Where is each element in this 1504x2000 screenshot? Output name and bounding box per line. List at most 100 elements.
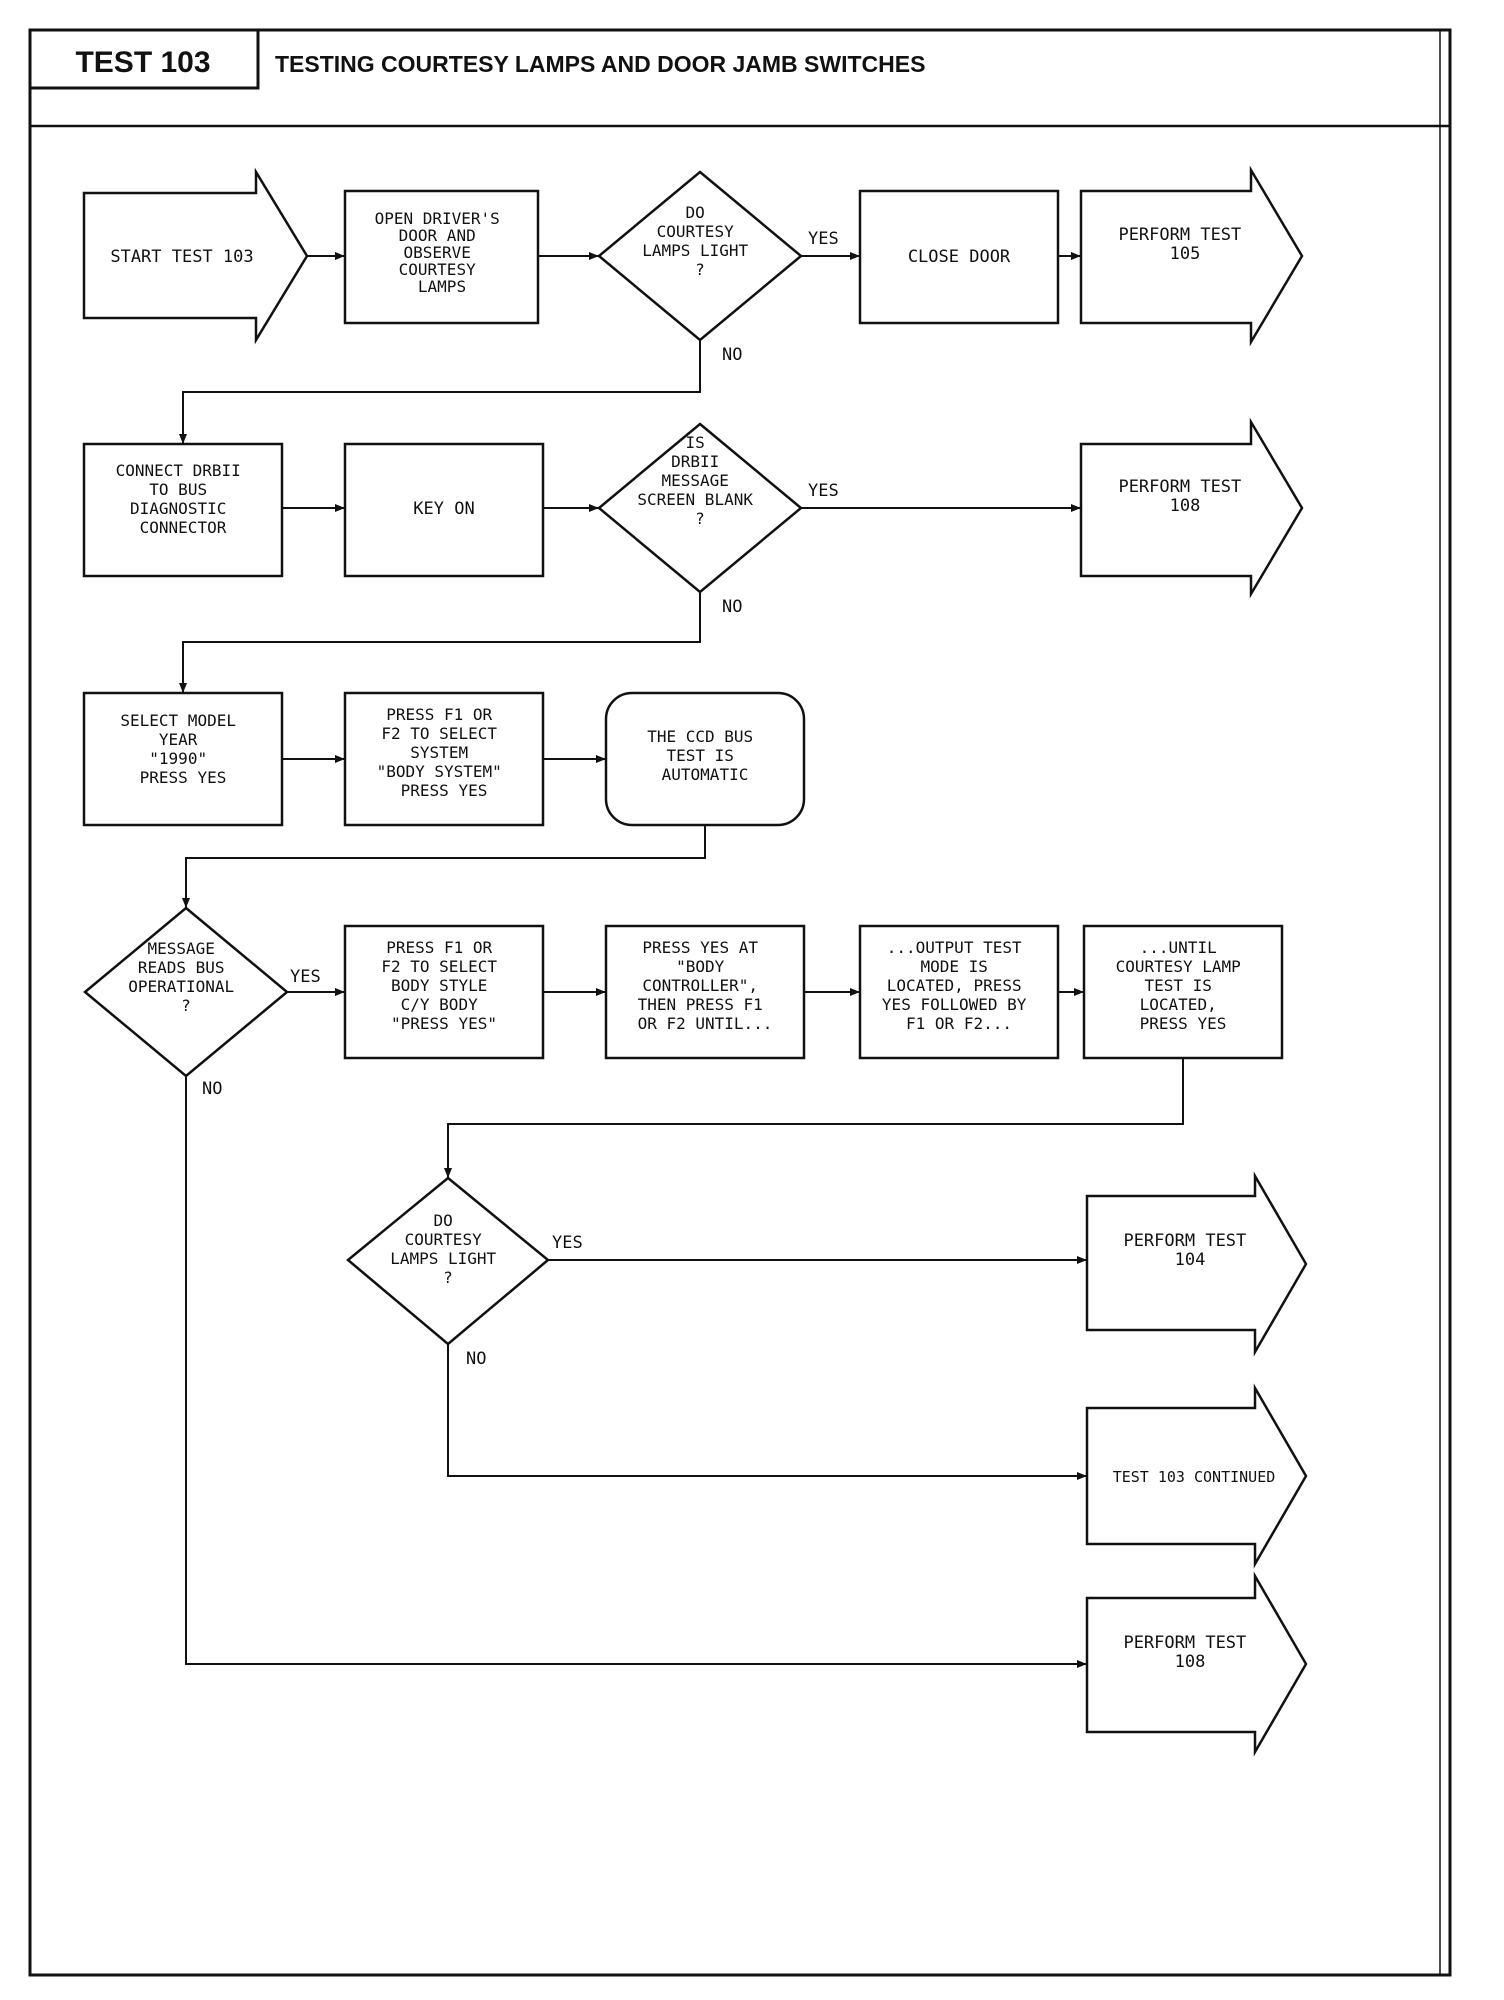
perform-105-line: PERFORM TEST [1118,225,1241,245]
ccd-auto-line: AUTOMATIC [662,765,749,784]
decision-courtesy-lamps-light-1: DO COURTESY LAMPS LIGHT ? [597,170,803,342]
continued-label: TEST 103 CONTINUED [1113,1468,1276,1486]
decision-4-line: COURTESY [405,1230,482,1249]
edge-until-to-decision-4 [444,1058,1184,1178]
perform-108-b-line: 108 [1175,1652,1206,1672]
select-system-line: PRESS YES [401,781,488,800]
until-lamp-line: PRESS YES [1140,1014,1227,1033]
select-year-line: "1990" [149,749,207,768]
no-label: NO [722,345,742,365]
node-start-test-103: START TEST 103 [82,167,309,345]
perform-108-a-line: PERFORM TEST [1118,477,1241,497]
no-label: NO [722,597,742,617]
node-body-controller: PRESS YES AT "BODY CONTROLLER", THEN PRE… [604,924,806,1060]
output-test-line: MODE IS [920,957,987,976]
output-test-line: LOCATED, PRESS [887,976,1022,995]
body-style-line: BODY STYLE [391,976,487,995]
body-style-line: F2 TO SELECT [381,957,497,976]
node-until-courtesy-lamp: ...UNTIL COURTESY LAMP TEST IS LOCATED, … [1082,924,1284,1060]
open-door-line: DOOR AND [399,226,476,245]
edge-decision-1-no [179,340,701,444]
node-select-model-year: SELECT MODEL YEAR "1990" PRESS YES [82,691,284,827]
close-door-label: CLOSE DOOR [908,247,1011,267]
decision-1-line: ? [695,260,705,279]
header-title: TESTING COURTESY LAMPS AND DOOR JAMB SWI… [275,51,925,77]
decision-3-line: ? [181,996,191,1015]
ccd-auto-line: TEST IS [666,746,733,765]
until-lamp-line: TEST IS [1144,976,1211,995]
node-perform-test-105: PERFORM TEST 105 [1079,165,1304,347]
decision-1-line: LAMPS LIGHT [642,241,748,260]
perform-108-b-label: PERFORM TEST 108 [1123,1633,1256,1672]
node-connect-drbii: CONNECT DRBII TO BUS DIAGNOSTIC CONNECTO… [82,442,284,578]
yes-label: YES [808,229,839,249]
output-test-label: ...OUTPUT TEST MODE IS LOCATED, PRESS YE… [882,938,1036,1033]
select-year-line: PRESS YES [140,768,227,787]
open-door-line: OBSERVE [403,243,470,262]
body-controller-label: PRESS YES AT "BODY CONTROLLER", THEN PRE… [638,938,773,1033]
node-perform-test-104: PERFORM TEST 104 [1085,1171,1308,1357]
output-test-line: YES FOLLOWED BY [882,995,1027,1014]
decision-bus-operational: MESSAGE READS BUS OPERATIONAL ? [83,906,289,1078]
body-controller-line: CONTROLLER", [642,976,758,995]
body-style-line: C/Y BODY [401,995,478,1014]
yes-label: YES [552,1233,583,1253]
body-style-label: PRESS F1 OR F2 TO SELECT BODY STYLE C/Y … [381,938,506,1033]
page-frame [28,28,1452,1977]
select-system-label: PRESS F1 OR F2 TO SELECT SYSTEM "BODY SY… [377,705,512,800]
node-select-body-style: PRESS F1 OR F2 TO SELECT BODY STYLE C/Y … [343,924,545,1060]
decision-4-line: DO [434,1211,453,1230]
connect-drbii-line: CONNECTOR [140,518,227,537]
start-label: START TEST 103 [110,247,253,267]
connect-drbii-line: DIAGNOSTIC [130,499,226,518]
select-system-line: PRESS F1 OR [386,705,492,724]
ccd-auto-label: THE CCD BUS TEST IS AUTOMATIC [647,727,763,784]
open-door-line: COURTESY [399,260,476,279]
node-close-door: CLOSE DOOR [858,189,1060,325]
decision-2-line: MESSAGE [661,471,728,490]
decision-2-line: IS [686,433,705,452]
decision-4-line: ? [443,1268,453,1287]
node-perform-test-108-b: PERFORM TEST 108 [1085,1571,1308,1757]
decision-1-label: DO COURTESY LAMPS LIGHT ? [642,203,758,279]
edge-decision-3-no [185,1076,1087,1668]
node-open-drivers-door: OPEN DRIVER'S DOOR AND OBSERVE COURTESY … [343,189,540,325]
ccd-auto-line: THE CCD BUS [647,727,753,746]
until-lamp-line: ...UNTIL [1140,938,1217,957]
edge-ccd-to-decision-3 [182,825,706,908]
yes-label: YES [290,967,321,987]
until-lamp-line: COURTESY LAMP [1116,957,1241,976]
header-test-box [28,28,260,90]
until-lamp-line: LOCATED, [1140,995,1217,1014]
decision-3-line: READS BUS [138,958,225,977]
body-controller-line: THEN PRESS F1 [638,995,763,1014]
no-label: NO [466,1349,486,1369]
edge-decision-4-no [447,1344,1087,1480]
node-perform-test-108-a: PERFORM TEST 108 [1079,417,1304,599]
node-key-on: KEY ON [343,442,545,578]
output-test-line: F1 OR F2... [906,1014,1012,1033]
connect-drbii-line: TO BUS [149,480,207,499]
perform-104-line: PERFORM TEST [1123,1231,1246,1251]
node-output-test-mode: ...OUTPUT TEST MODE IS LOCATED, PRESS YE… [858,924,1060,1060]
decision-2-line: ? [695,509,705,528]
body-controller-line: PRESS YES AT [642,938,758,957]
node-test-103-continued: TEST 103 CONTINUED [1085,1383,1308,1569]
select-system-line: SYSTEM [410,743,468,762]
perform-105-line: 105 [1170,244,1201,264]
decision-screen-blank: IS DRBII MESSAGE SCREEN BLANK ? [597,422,803,594]
open-door-line: OPEN DRIVER'S [375,209,500,228]
node-select-body-system: PRESS F1 OR F2 TO SELECT SYSTEM "BODY SY… [343,691,545,827]
edge-decision-2-no [179,592,701,693]
select-year-label: SELECT MODEL YEAR "1990" PRESS YES [120,711,245,787]
decision-1-line: DO [686,203,705,222]
header-test-label: TEST 103 [75,46,210,79]
decision-3-label: MESSAGE READS BUS OPERATIONAL ? [128,939,244,1015]
header: TEST 103 TESTING COURTESY LAMPS AND DOOR… [28,28,1450,128]
decision-4-label: DO COURTESY LAMPS LIGHT ? [390,1211,506,1287]
decision-3-line: OPERATIONAL [128,977,234,996]
open-door-line: LAMPS [418,277,466,296]
connect-drbii-label: CONNECT DRBII TO BUS DIAGNOSTIC CONNECTO… [116,461,251,537]
select-year-line: SELECT MODEL [120,711,236,730]
no-label: NO [202,1079,222,1099]
